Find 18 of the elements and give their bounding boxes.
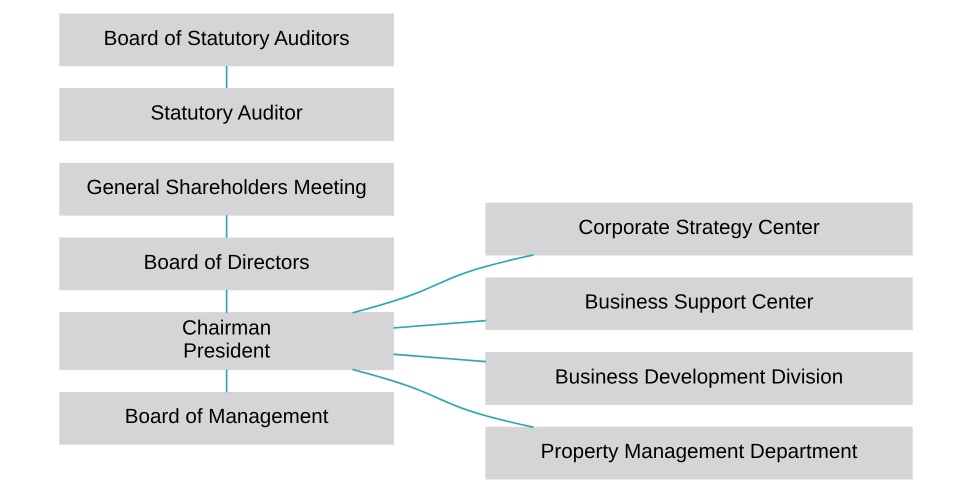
node-box: Business Support Center: [484, 276, 912, 330]
node-box: Property Management Department: [484, 426, 912, 479]
connector: [393, 352, 486, 362]
node-box: Board of Directors: [58, 237, 394, 290]
connector: [225, 289, 227, 312]
node-box: Corporate Strategy Center: [484, 202, 912, 255]
node-box: Statutory Auditor: [58, 88, 394, 140]
node-box: Chairman President: [58, 312, 394, 370]
connector: [225, 369, 227, 392]
node-box: Board of Management: [58, 391, 394, 444]
node-box: Business Development Division: [484, 352, 912, 404]
connector: [225, 65, 227, 88]
connector: [352, 368, 534, 428]
connector: [393, 319, 486, 328]
connector: [352, 254, 534, 314]
node-box: General Shareholders Meeting: [58, 162, 394, 216]
node-box: Board of Statutory Auditors: [58, 13, 394, 66]
connector: [225, 214, 227, 238]
